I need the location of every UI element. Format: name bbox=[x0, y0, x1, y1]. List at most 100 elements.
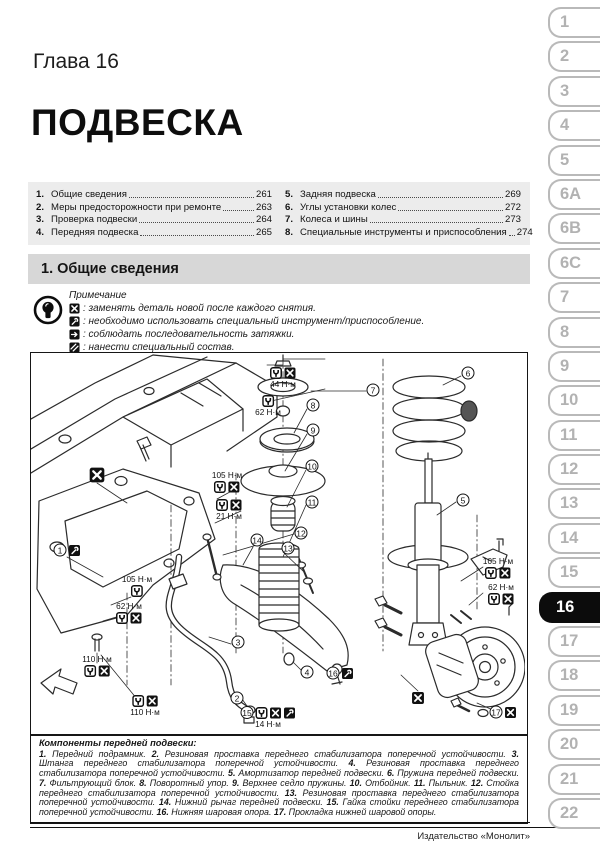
sidebar-tab-21: 21 bbox=[548, 763, 600, 795]
sidebar-tab-3: 3 bbox=[548, 75, 600, 107]
replace-icon bbox=[69, 303, 80, 314]
publisher-credit: Издательство «Монолит» bbox=[417, 831, 530, 842]
replace-icon bbox=[228, 481, 240, 493]
sidebar-tab-18: 18 bbox=[548, 660, 600, 692]
toc-page-number: 265 bbox=[255, 226, 272, 238]
callout-12: 12 bbox=[294, 526, 308, 540]
torque-label: 62 Н·м bbox=[488, 583, 514, 605]
torque-value: 105 Н·м bbox=[121, 575, 153, 584]
callout-13: 13 bbox=[281, 541, 295, 555]
replace-icon bbox=[412, 692, 425, 705]
sidebar-tab-17: 17 bbox=[548, 626, 600, 658]
replace-icon bbox=[505, 706, 517, 718]
replace-icon bbox=[502, 593, 514, 605]
sidebar-tab-16-active: 16 bbox=[539, 591, 600, 623]
components-heading: Компоненты передней подвески: bbox=[39, 738, 197, 748]
callout-5: 5 bbox=[456, 493, 470, 507]
callout-4: 4 bbox=[300, 665, 314, 679]
toc-leader-dots bbox=[508, 234, 515, 236]
note-lines: : заменять деталь новой после каждого сн… bbox=[69, 303, 530, 353]
wrench-icon bbox=[83, 665, 96, 677]
toc-page-number: 261 bbox=[255, 189, 272, 200]
replace-icon bbox=[270, 707, 282, 719]
note-title: Примечание bbox=[69, 290, 127, 301]
replace-icon bbox=[89, 467, 105, 483]
torque-label: 62 Н·м bbox=[255, 395, 281, 417]
sidebar-tab-9: 9 bbox=[548, 350, 600, 382]
diagram-line-art bbox=[31, 354, 525, 724]
torque-label: 44 Н·м bbox=[270, 367, 296, 389]
callout-7: 7 bbox=[366, 383, 380, 397]
chapter-label: Глава 16 bbox=[33, 50, 119, 73]
torque-label: 110 Н·м bbox=[82, 655, 112, 677]
note-line: : заменять деталь новой после каждого сн… bbox=[69, 303, 530, 314]
callout-9: 9 bbox=[306, 423, 320, 437]
torque-value: 62 Н·м bbox=[116, 602, 142, 611]
torque-value: 110 Н·м bbox=[82, 655, 112, 664]
page-title: ПОДВЕСКА bbox=[31, 102, 244, 143]
toc-leader-dots bbox=[377, 197, 503, 198]
note-line: : необходимо использовать специальный ин… bbox=[69, 316, 530, 327]
callout-11: 11 bbox=[305, 495, 319, 509]
sidebar-tab-5: 5 bbox=[548, 144, 600, 176]
torque-value: 105 Н·м bbox=[211, 471, 243, 480]
callout-17: 17 bbox=[489, 705, 517, 719]
toc-page-number: 264 bbox=[255, 214, 272, 225]
callout-1: 1 bbox=[53, 543, 81, 557]
toc-page-number: 274 bbox=[516, 226, 533, 238]
components-text: 1. Передний подрамник. 2. Резиновая прос… bbox=[39, 748, 520, 817]
callout-16: 16 bbox=[326, 666, 354, 680]
sidebar-tab-7: 7 bbox=[548, 282, 600, 314]
sidebar-tab-6A: 6A bbox=[548, 178, 600, 210]
toc-page-number: 272 bbox=[504, 201, 521, 213]
wrench-icon bbox=[131, 585, 143, 597]
special-tool-icon bbox=[284, 707, 296, 719]
torque-value: 105 Н·м bbox=[482, 557, 514, 566]
note-block: Примечание : заменять деталь новой после… bbox=[30, 290, 530, 353]
toc-page-number: 269 bbox=[504, 189, 521, 200]
section-header: 1. Общие сведения bbox=[28, 254, 530, 284]
wrench-icon bbox=[488, 593, 500, 605]
sidebar-tab-8: 8 bbox=[548, 316, 600, 348]
toc-page-number: 273 bbox=[504, 214, 521, 225]
callout-14: 14 bbox=[250, 533, 264, 547]
torque-value: 44 Н·м bbox=[270, 380, 296, 389]
torque-value: 110 Н·м bbox=[130, 708, 160, 717]
sidebar-tab-20: 20 bbox=[548, 729, 600, 761]
sidebar-tab-15: 15 bbox=[548, 557, 600, 589]
wrench-icon bbox=[214, 481, 226, 493]
toc-leader-dots bbox=[128, 197, 254, 198]
sidebar-tab-6B: 6B bbox=[548, 213, 600, 245]
toc-leader-dots bbox=[369, 222, 503, 223]
toc-row: 8.Специальные инструменты и приспособлен… bbox=[285, 226, 533, 238]
wrench-icon bbox=[255, 706, 268, 719]
callout-6: 6 bbox=[461, 366, 475, 380]
sidebar-tab-1: 1 bbox=[548, 7, 600, 38]
callout-15: 15 bbox=[240, 706, 254, 719]
callout-8: 8 bbox=[306, 398, 320, 412]
footer-rule-bottom bbox=[30, 827, 600, 828]
wrench-icon bbox=[485, 567, 497, 579]
torque-value: 62 Н·м bbox=[255, 408, 281, 417]
compound-icon bbox=[69, 342, 80, 353]
wrench-icon bbox=[116, 612, 128, 624]
callout-10: 10 bbox=[305, 459, 319, 473]
torque-value: 62 Н·м bbox=[488, 583, 514, 592]
sidebar-tab-12: 12 bbox=[548, 454, 600, 486]
special-tool-icon bbox=[69, 316, 80, 327]
torque-label: 105 Н·м bbox=[212, 471, 242, 493]
sidebar-tab-14: 14 bbox=[548, 522, 600, 554]
wrench-icon bbox=[216, 499, 228, 511]
sidebar-tab-4: 4 bbox=[548, 110, 600, 142]
